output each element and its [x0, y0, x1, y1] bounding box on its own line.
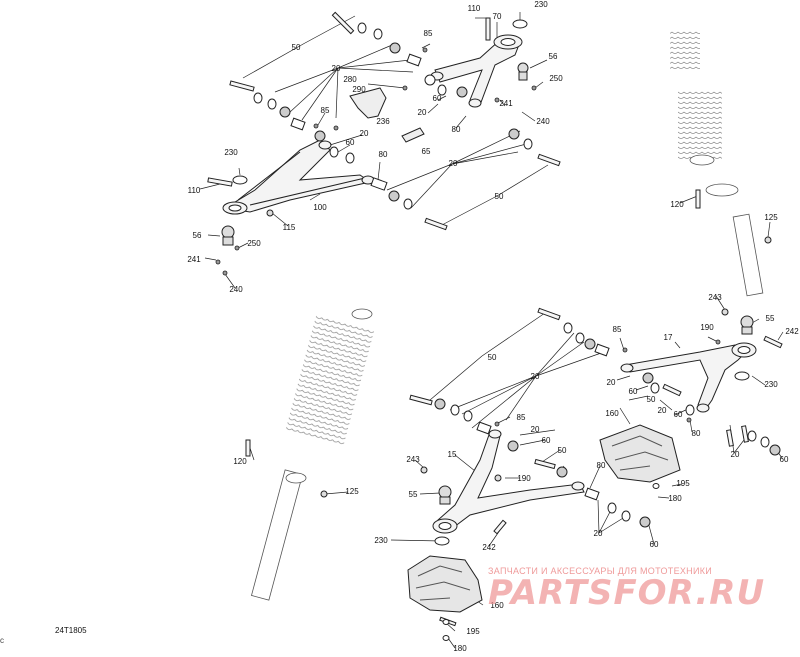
callout-60: 60 — [649, 540, 659, 549]
callout-60: 60 — [432, 94, 442, 103]
callout-240: 240 — [229, 285, 243, 294]
callout-80: 80 — [378, 150, 388, 159]
callout-50: 50 — [646, 395, 656, 404]
callout-50: 50 — [494, 192, 504, 201]
callout-20: 20 — [448, 159, 458, 168]
brackets — [349, 87, 425, 143]
callout-60: 60 — [345, 138, 355, 147]
callout-20: 20 — [530, 372, 540, 381]
callout-243: 243 — [708, 293, 722, 302]
ball-joints — [221, 62, 772, 505]
arm-17-assembly — [620, 342, 757, 413]
callout-120: 120 — [233, 457, 247, 466]
callout-80: 80 — [596, 461, 606, 470]
edge-mark: c — [0, 636, 4, 645]
callout-20: 20 — [730, 450, 740, 459]
arm-15-assembly — [432, 429, 585, 534]
callout-85: 85 — [320, 106, 330, 115]
callout-160: 160 — [490, 601, 504, 610]
callout-20: 20 — [593, 529, 603, 538]
callout-195: 195 — [676, 479, 690, 488]
callout-230: 230 — [224, 148, 238, 157]
callout-280: 280 — [343, 75, 357, 84]
callout-85: 85 — [612, 325, 622, 334]
callout-230: 230 — [764, 380, 778, 389]
callout-250: 250 — [549, 74, 563, 83]
callout-60: 60 — [628, 387, 638, 396]
callout-100: 100 — [313, 203, 327, 212]
callout-85: 85 — [516, 413, 526, 422]
callout-190: 190 — [700, 323, 714, 332]
callout-110: 110 — [187, 186, 201, 195]
callout-115: 115 — [282, 223, 296, 232]
callout-60: 60 — [673, 410, 683, 419]
callout-242: 242 — [482, 543, 496, 552]
callout-56: 56 — [192, 231, 202, 240]
callout-290: 290 — [352, 85, 366, 94]
callout-70: 70 — [492, 12, 502, 21]
callout-241: 241 — [499, 99, 513, 108]
callout-120: 120 — [670, 200, 684, 209]
callout-243: 243 — [406, 455, 420, 464]
callout-55: 55 — [408, 490, 418, 499]
callout-240: 240 — [536, 117, 550, 126]
callout-20: 20 — [417, 108, 427, 117]
callout-236: 236 — [376, 117, 390, 126]
callout-17: 17 — [663, 333, 673, 342]
document-code: 24T1805 — [55, 626, 87, 635]
callout-180: 180 — [668, 494, 682, 503]
callout-160: 160 — [605, 409, 619, 418]
small-fasteners — [215, 47, 721, 427]
leader-lines — [199, 12, 784, 649]
callout-230: 230 — [374, 536, 388, 545]
callout-190: 190 — [517, 474, 531, 483]
callout-20: 20 — [530, 425, 540, 434]
callout-80: 80 — [691, 429, 701, 438]
callout-125: 125 — [764, 213, 778, 222]
upper-arm-left-assembly — [222, 139, 375, 215]
callout-55: 55 — [765, 314, 775, 323]
callout-20: 20 — [657, 406, 667, 415]
callout-180: 180 — [453, 644, 467, 653]
callout-250: 250 — [247, 239, 261, 248]
callout-20: 20 — [359, 129, 369, 138]
callout-230: 230 — [534, 0, 548, 9]
bolts — [207, 11, 783, 627]
callout-125: 125 — [345, 487, 359, 496]
washers-bushings — [232, 19, 781, 641]
callout-60: 60 — [779, 455, 789, 464]
callout-195: 195 — [466, 627, 480, 636]
watermark: ЗАПЧАСТИ И АКСЕССУАРЫ ДЛЯ МОТОТЕХНИКИ PA… — [488, 566, 788, 613]
shock-absorber-left — [250, 308, 375, 601]
callout-110: 110 — [467, 4, 481, 13]
callout-80: 80 — [451, 125, 461, 134]
watermark-logo: PARTSFOR.RU — [488, 573, 766, 613]
callout-50: 50 — [291, 43, 301, 52]
watermark-caption: ЗАПЧАСТИ И АКСЕССУАРЫ ДЛЯ МОТОТЕХНИКИ — [488, 566, 713, 576]
callout-85: 85 — [423, 29, 433, 38]
shock-absorber-right — [670, 30, 764, 297]
callout-15: 15 — [447, 450, 457, 459]
callout-20: 20 — [331, 64, 341, 73]
callout-241: 241 — [187, 255, 201, 264]
callout-20: 20 — [606, 378, 616, 387]
guard-plates — [407, 424, 681, 613]
upper-arm-right-assembly — [430, 34, 523, 108]
callout-242: 242 — [785, 327, 799, 336]
callout-50: 50 — [557, 446, 567, 455]
callout-50: 50 — [487, 353, 497, 362]
callout-56: 56 — [548, 52, 558, 61]
callout-60: 60 — [541, 436, 551, 445]
callout-65: 65 — [421, 147, 431, 156]
